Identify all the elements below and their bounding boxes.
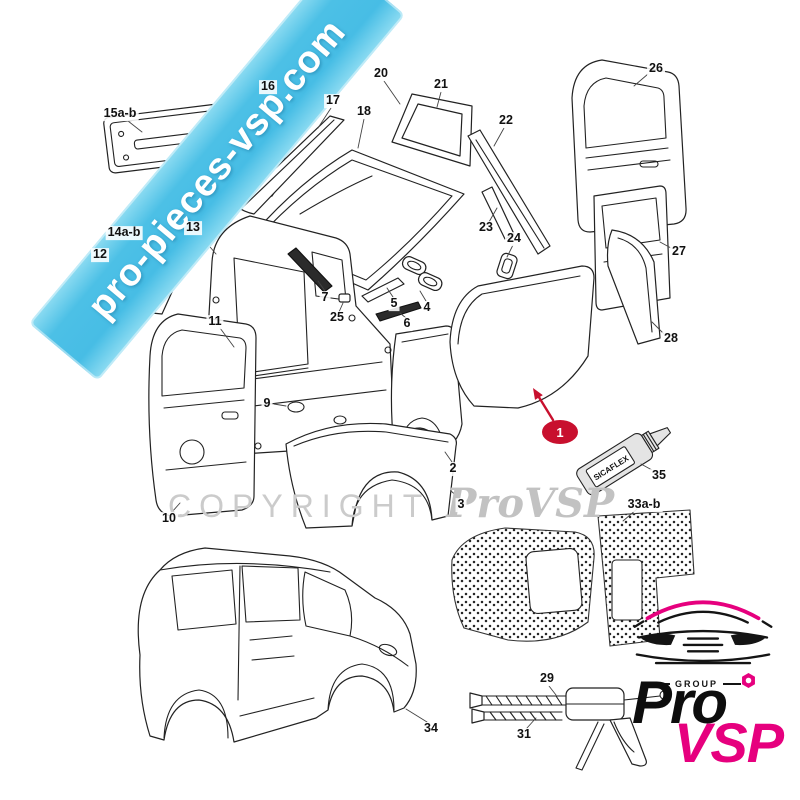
part-bracket-25 — [338, 293, 351, 303]
hexagon-icon — [742, 673, 755, 688]
callout-arrow-1 — [533, 388, 555, 422]
part-pillar-28 — [606, 229, 661, 345]
part-window-frame-20-21 — [391, 93, 473, 167]
part-door-10 — [148, 313, 257, 517]
callout-1-badge: 1 — [542, 420, 578, 444]
caulking-gun-29-31 — [469, 687, 669, 771]
part-pillar-strip-22 — [467, 129, 551, 255]
logo-group-text: GROUP — [675, 679, 719, 689]
group-line-left — [652, 683, 670, 685]
group-line-right — [723, 683, 742, 685]
part-bracket-24 — [496, 252, 518, 280]
logo-vsp-text: VSP — [674, 711, 784, 774]
logo-pro-text: Pro — [632, 669, 728, 736]
logo-group-label: GROUP — [652, 679, 742, 689]
car-logo-icon — [633, 600, 773, 665]
sicaflex-tube-35: SICAFLEX — [576, 427, 672, 496]
part-vents-4 — [401, 256, 443, 292]
part-bonnet-1 — [449, 265, 595, 409]
part-seal-7 — [287, 247, 333, 293]
part-carpet-33ab — [451, 509, 695, 647]
part-strip-5 — [361, 277, 405, 303]
provsp-logo: GROUP Pro VSP — [628, 582, 800, 797]
part-fender-3 — [285, 422, 457, 529]
part-body-shell-34 — [137, 547, 417, 743]
part-strip-6 — [375, 301, 422, 322]
